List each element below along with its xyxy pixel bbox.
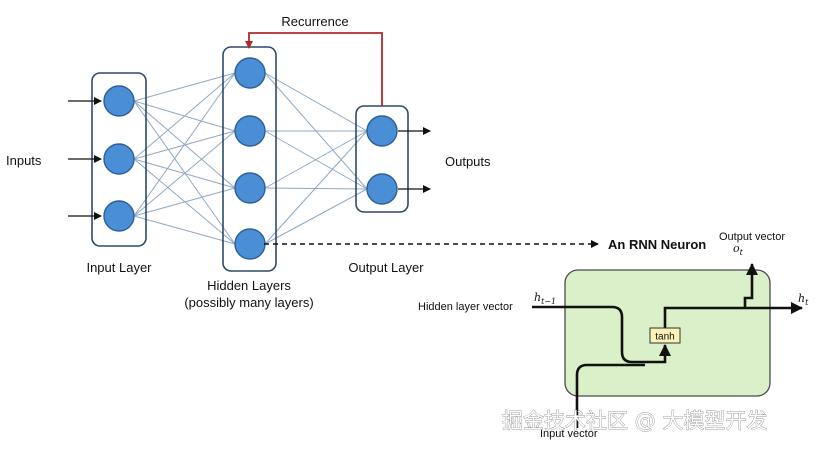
watermark: 掘金技术社区 @ 大模型开发 — [502, 409, 767, 433]
hidden-layer-vector-label: Hidden layer vector — [418, 301, 513, 313]
inputs-label: Inputs — [6, 153, 42, 168]
connection-input-1-hidden-4 — [133, 100, 236, 245]
output-node-2 — [366, 173, 398, 205]
hidden-layers-note: (possibly many layers) — [184, 295, 313, 310]
ot-output-arrow — [743, 263, 758, 308]
connection-hidden-3-output-1 — [264, 130, 368, 189]
connection-input-2-hidden-1 — [133, 72, 236, 160]
connection-input-1-hidden-1 — [133, 72, 236, 102]
output-vector-label: Output vector — [719, 231, 785, 243]
input-vector-label: Input vector — [540, 428, 598, 440]
input-layer-label: Input Layer — [86, 260, 152, 275]
connection-input-3-hidden-4 — [133, 215, 236, 245]
tanh-label: tanh — [655, 332, 674, 343]
connection-input-3-hidden-3 — [133, 187, 236, 217]
recurrence-loop — [245, 32, 383, 106]
connection-hidden-3-output-2 — [264, 187, 368, 190]
neuron-nodes — [103, 57, 398, 260]
input-node-1 — [103, 85, 135, 117]
hidden-node-1 — [234, 57, 266, 89]
connection-hidden-4-output-1 — [264, 130, 368, 245]
outputs-label: Outputs — [445, 154, 491, 169]
tanh-output-path — [663, 306, 745, 328]
input-node-3 — [103, 200, 135, 232]
input-vector-path — [575, 363, 645, 428]
output-layer-label: Output Layer — [348, 260, 424, 275]
hidden-node-2 — [234, 115, 266, 147]
connection-hidden-4-output-2 — [264, 188, 368, 245]
connection-input-3-hidden-2 — [133, 130, 236, 217]
input-node-2 — [103, 143, 135, 175]
hidden-node-3 — [234, 172, 266, 204]
recurrence-label: Recurrence — [281, 14, 348, 29]
o-t-symbol: ot — [733, 242, 744, 257]
hidden-node-4 — [234, 228, 266, 260]
hidden-state-path — [532, 305, 671, 364]
tanh-box — [649, 327, 681, 344]
connection-input-3-hidden-1 — [133, 72, 236, 217]
hidden-layers-label: Hidden Layers — [207, 278, 291, 293]
connection-hidden-1-output-1 — [264, 72, 368, 132]
layer-connections — [133, 72, 368, 245]
rnn-neuron-label: An RNN Neuron — [608, 237, 706, 252]
output-node-1 — [366, 115, 398, 147]
h-prev-symbol: ht−1 — [534, 291, 556, 306]
h-t-symbol: ht — [798, 292, 809, 307]
